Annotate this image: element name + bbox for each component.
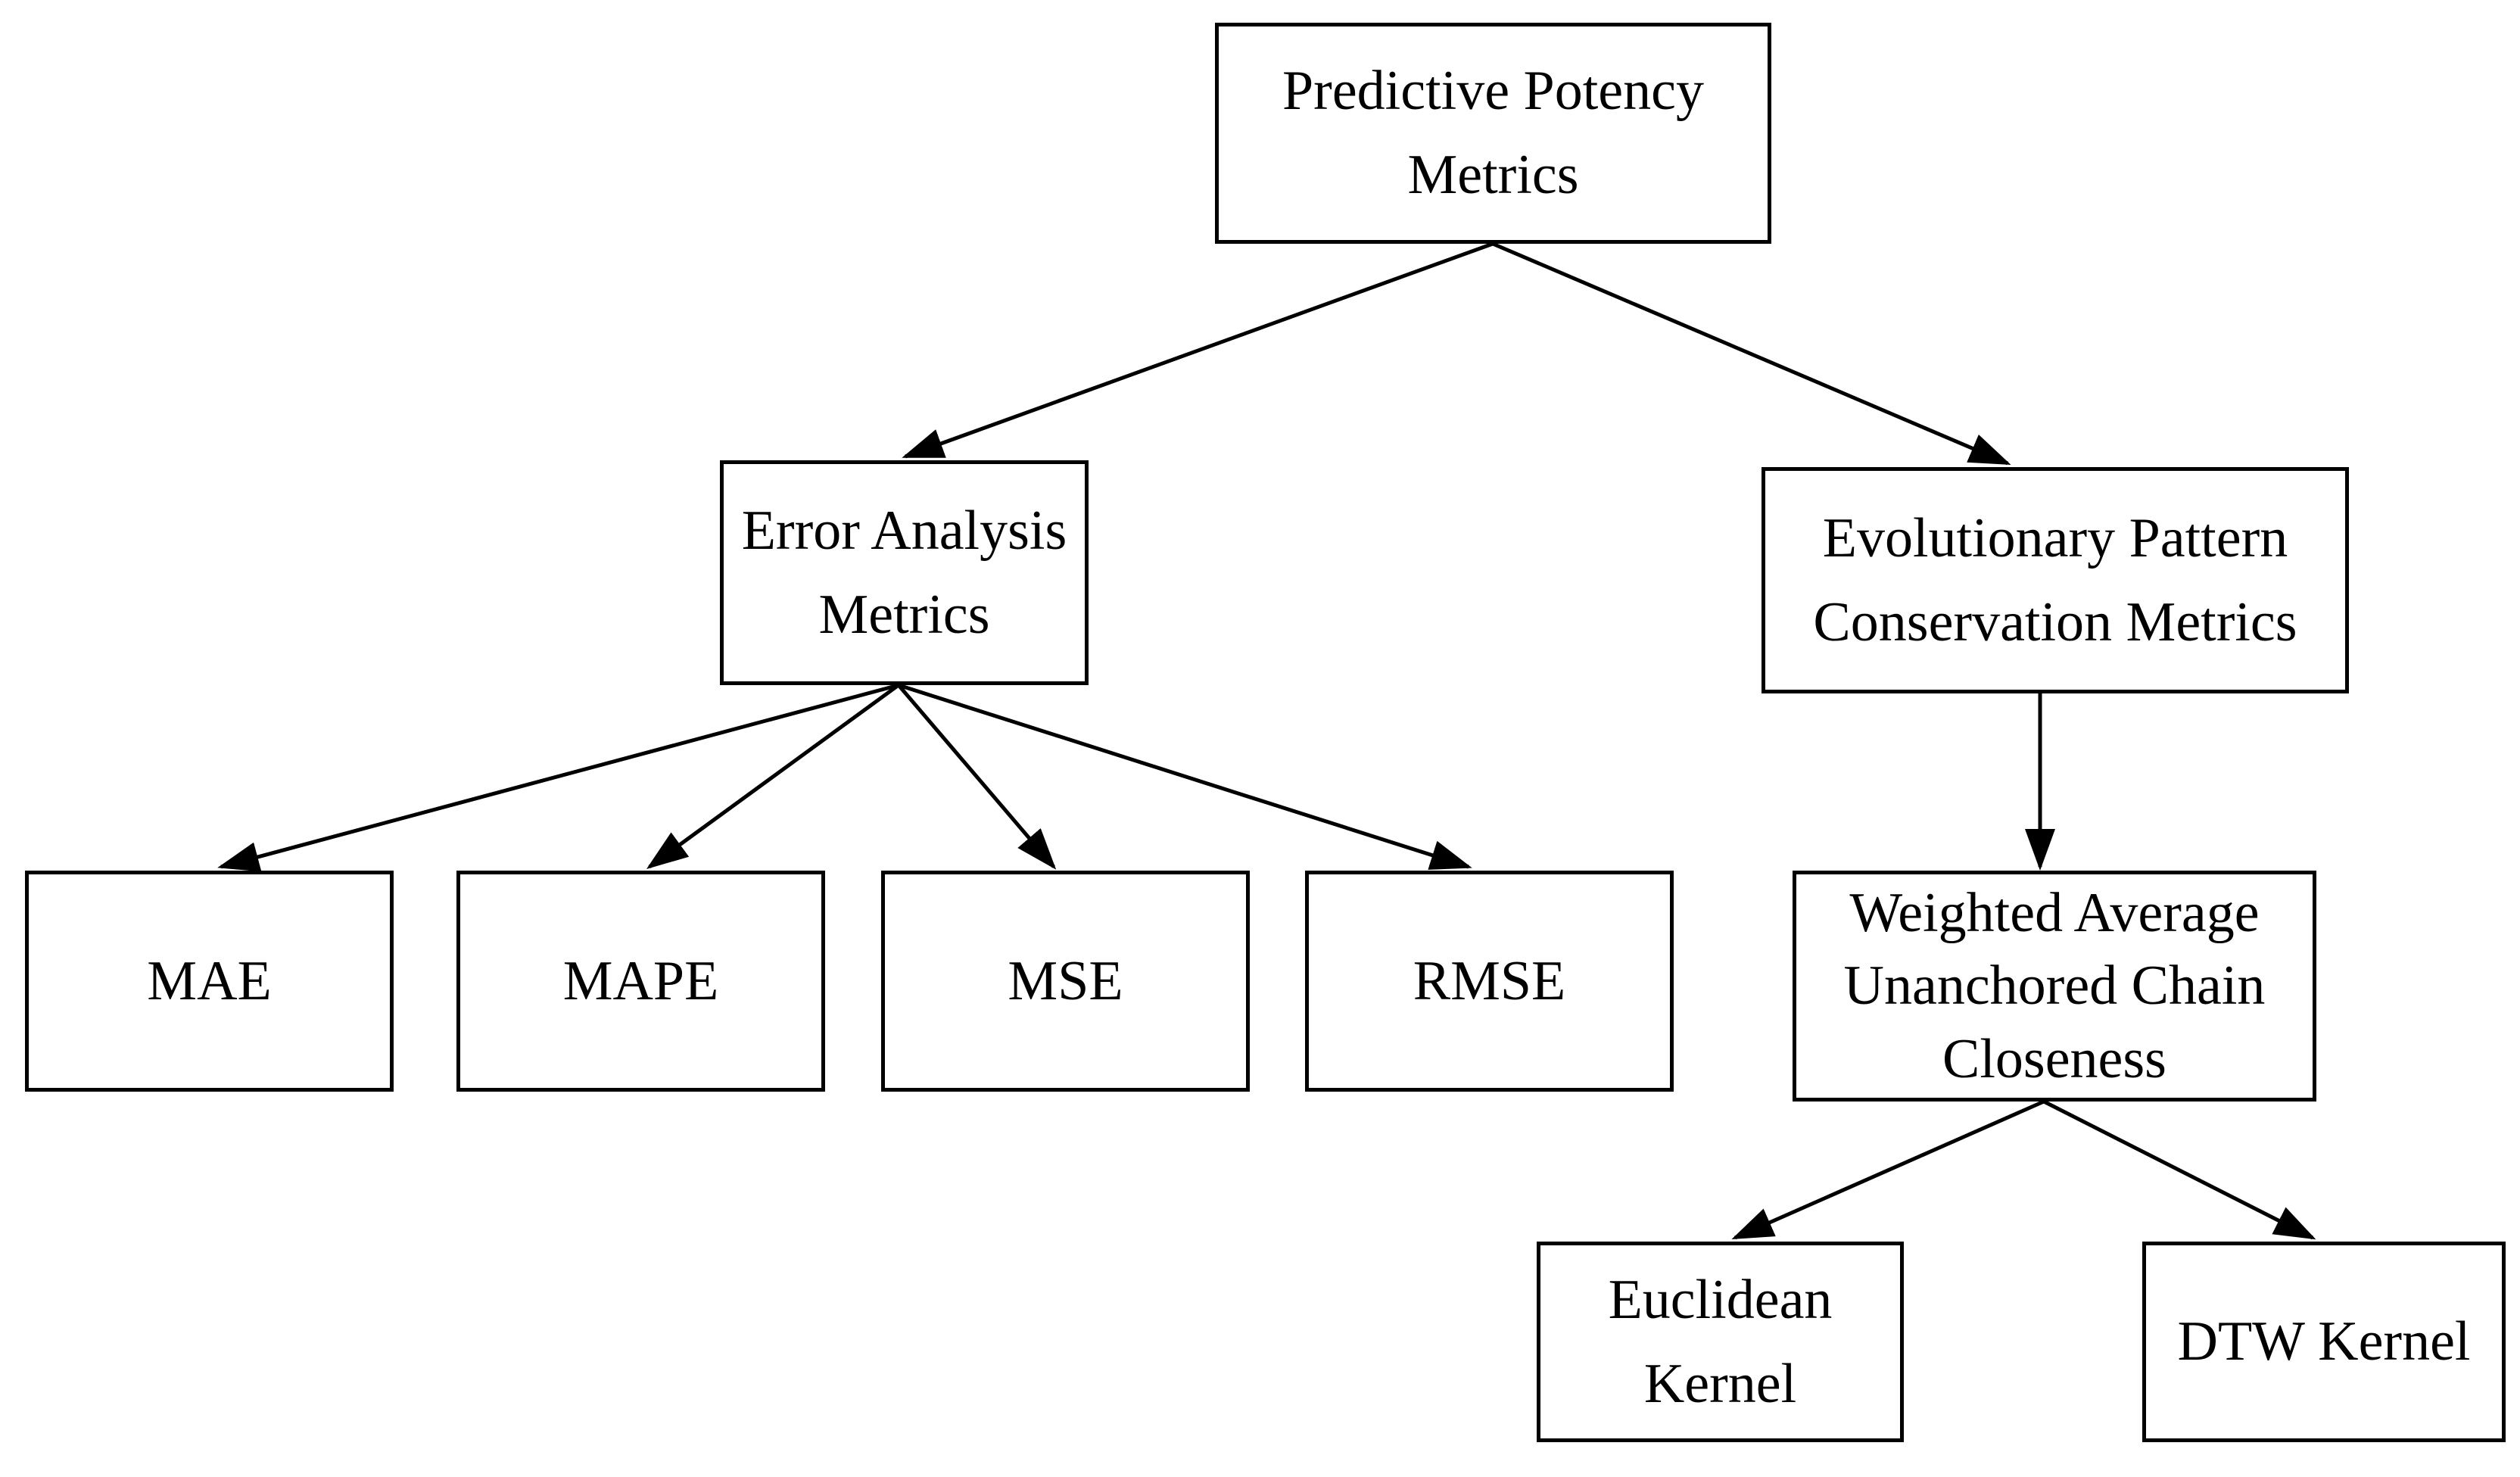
node-mape-label: MAPE — [562, 949, 719, 1012]
node-euclid-label: Euclidean Kernel — [1608, 1268, 1833, 1415]
edge-root-error — [902, 241, 1494, 459]
edge-root-evo — [1492, 241, 2011, 466]
node-mae: MAE — [25, 871, 394, 1092]
node-mse-label: MSE — [1008, 949, 1123, 1012]
edge-error-mse — [897, 684, 1057, 870]
edge-error-mae — [217, 683, 899, 872]
edge-error-mape — [646, 683, 900, 869]
node-euclid: Euclidean Kernel — [1537, 1242, 1904, 1442]
node-evo-label: Evolutionary Pattern Conservation Metric… — [1813, 506, 2297, 653]
node-evo: Evolutionary Pattern Conservation Metric… — [1762, 467, 2349, 693]
node-weighted: Weighted Average Unanchored Chain Closen… — [1793, 871, 2316, 1102]
node-root: Predictive Potency Metrics — [1215, 23, 1771, 244]
node-rmse: RMSE — [1305, 871, 1674, 1092]
node-mape: MAPE — [456, 871, 825, 1092]
node-mae-label: MAE — [147, 949, 272, 1012]
edge-weighted-dtw — [2042, 1099, 2316, 1240]
node-weighted-label: Weighted Average Unanchored Chain Closen… — [1843, 882, 2266, 1090]
node-dtw-label: DTW Kernel — [2177, 1310, 2471, 1373]
node-rmse-label: RMSE — [1413, 949, 1566, 1012]
node-root-label: Predictive Potency Metrics — [1282, 60, 1704, 206]
node-dtw: DTW Kernel — [2142, 1242, 2506, 1442]
edge-error-rmse — [898, 683, 1472, 870]
node-error: Error Analysis Metrics — [720, 460, 1089, 685]
node-error-label: Error Analysis Metrics — [741, 499, 1067, 646]
edge-weighted-euclid — [1731, 1099, 2045, 1240]
node-mse: MSE — [881, 871, 1250, 1092]
